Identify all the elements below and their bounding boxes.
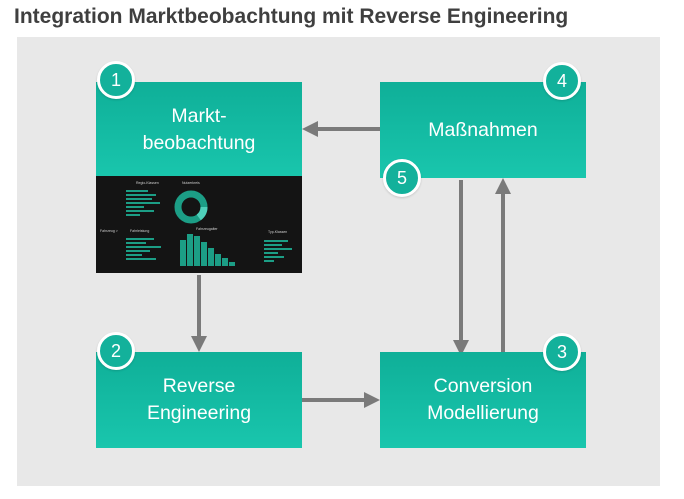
dashboard-panel-title: Fahrleistung (130, 229, 150, 233)
node-marktbeobachtung: Markt- beobachtung (96, 82, 302, 178)
node-reverse-engineering-label-line1: Reverse (162, 375, 236, 397)
dashboard-panel-title: Fahrzeug > (100, 229, 118, 233)
dashboard-panel-title: Nutzerkreis (182, 181, 200, 185)
step-badge-3: 3 (543, 333, 581, 371)
dashboard-panel-title: Typ-Klassen (268, 230, 288, 234)
dashboard-thumbnail: Regio-Klassen Nutzerkreis Fahrzeug > Fah… (96, 176, 302, 273)
step-badge-4: 4 (543, 62, 581, 100)
dashboard-thumbnail-graphics (126, 190, 292, 266)
node-massnahmen: Maßnahmen (380, 82, 586, 178)
dashboard-panel-title: Regio-Klassen (136, 181, 159, 185)
node-reverse-engineering: Reverse Engineering (96, 352, 302, 448)
node-marktbeobachtung-label-line2: beobachtung (142, 132, 256, 154)
node-conversion-modellierung-label-line2: Modellierung (427, 402, 539, 424)
node-conversion-modellierung-label-line1: Conversion (433, 375, 533, 397)
node-marktbeobachtung-label-line1: Markt- (171, 105, 227, 127)
dashboard-panel-title: Fahrzeugalter (196, 227, 218, 231)
step-badge-5: 5 (383, 159, 421, 197)
diagram-title: Integration Marktbeobachtung mit Reverse… (14, 5, 569, 28)
step-badge-2: 2 (97, 332, 135, 370)
node-reverse-engineering-label-line2: Engineering (146, 402, 252, 424)
node-massnahmen-label: Maßnahmen (428, 118, 538, 141)
step-badge-1: 1 (97, 61, 135, 99)
